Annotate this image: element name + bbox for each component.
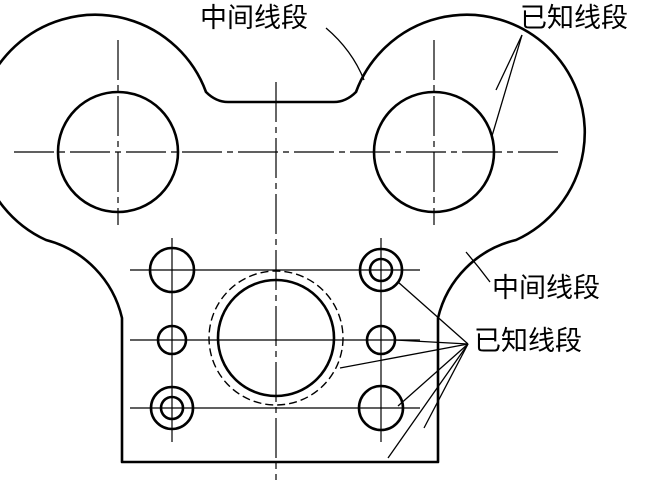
leader-known-right-2 xyxy=(394,339,469,345)
leader-intermediate-right xyxy=(465,251,491,283)
right-upper-hole xyxy=(372,90,496,214)
label-known-top: 已知线段 xyxy=(520,3,628,34)
hole-left-row1 xyxy=(148,246,196,294)
hole-right-row1-outer xyxy=(358,247,404,293)
central-bore xyxy=(216,278,336,398)
leader-known-top-2 xyxy=(491,34,523,137)
leader-known-right-3 xyxy=(339,343,469,369)
leader-known-right-4 xyxy=(397,343,469,407)
leader-known-top-1 xyxy=(495,34,523,91)
hole-left-row3-outer xyxy=(149,385,195,431)
hole-right-row1-inner xyxy=(368,257,394,283)
central-bore-dashed-circle xyxy=(208,270,344,406)
leader-intermediate-top xyxy=(325,27,365,81)
hole-left-row3-inner xyxy=(159,395,185,421)
label-intermediate-top: 中间线段 xyxy=(200,3,308,34)
leader-known-right-1 xyxy=(397,281,469,345)
part-outline xyxy=(0,13,587,464)
label-intermediate-right: 中间线段 xyxy=(492,273,600,304)
leader-known-right-6 xyxy=(387,343,469,459)
hole-right-row3 xyxy=(357,384,405,432)
leader-known-right-5 xyxy=(423,343,469,429)
label-known-right: 已知线段 xyxy=(474,326,582,357)
hole-left-row2 xyxy=(156,324,188,356)
left-upper-hole xyxy=(56,90,180,214)
